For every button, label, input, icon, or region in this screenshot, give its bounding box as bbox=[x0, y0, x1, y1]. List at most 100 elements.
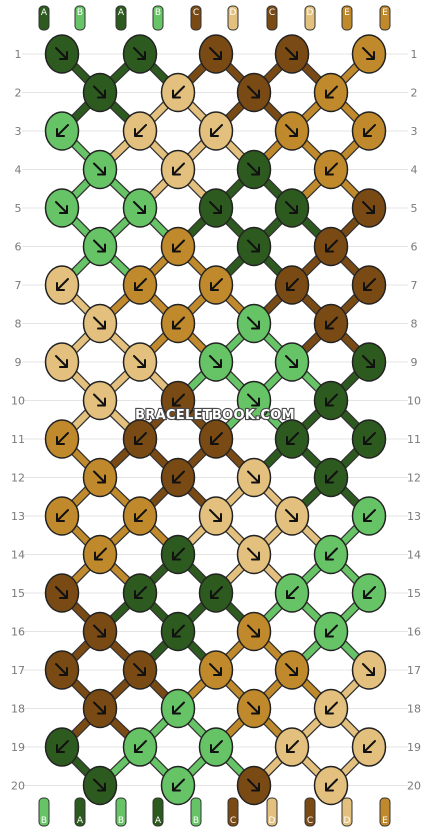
arrow-down-left-icon bbox=[134, 586, 147, 599]
arrow-down-left-icon bbox=[134, 124, 147, 137]
arrow-down-left-icon bbox=[325, 239, 338, 253]
top-strand-letter: E bbox=[344, 8, 350, 18]
knot bbox=[198, 419, 234, 459]
arrow-down-right-icon bbox=[285, 509, 298, 522]
top-strand-letter: B bbox=[77, 8, 83, 18]
bottom-strand-letter: A bbox=[155, 816, 162, 826]
knot bbox=[160, 765, 196, 806]
bottom-strand-letter: D bbox=[344, 816, 351, 826]
row-number-right: 13 bbox=[407, 510, 421, 523]
row-number-left: 5 bbox=[15, 202, 22, 215]
row-number-left: 18 bbox=[11, 703, 25, 716]
knot bbox=[122, 419, 158, 459]
arrow-down-left-icon bbox=[286, 740, 299, 753]
knot bbox=[313, 457, 349, 498]
arrow-down-left-icon bbox=[94, 547, 107, 561]
knot bbox=[82, 688, 118, 729]
knot bbox=[274, 188, 310, 228]
arrow-down-right-icon bbox=[247, 547, 260, 561]
arrow-down-left-icon bbox=[56, 432, 69, 445]
top-strand-end bbox=[115, 5, 127, 31]
arrow-down-left-icon bbox=[325, 85, 338, 99]
bottom-strand-end bbox=[227, 797, 239, 827]
arrow-down-right-icon bbox=[55, 47, 68, 60]
knot bbox=[313, 688, 349, 729]
knot bbox=[122, 111, 158, 151]
bottom-strand-letter: D bbox=[269, 816, 276, 826]
arrow-down-right-icon bbox=[285, 124, 298, 137]
row-number-left: 14 bbox=[11, 549, 25, 562]
row-number-right: 1 bbox=[411, 48, 418, 61]
top-strand-letter: A bbox=[41, 8, 48, 18]
arrow-down-left-icon bbox=[134, 278, 147, 291]
top-strand-end bbox=[266, 5, 278, 31]
arrow-down-left-icon bbox=[286, 432, 299, 445]
row-number-left: 16 bbox=[11, 626, 25, 639]
bottom-strand-end bbox=[341, 797, 353, 827]
arrow-down-left-icon bbox=[56, 124, 69, 137]
knot bbox=[236, 611, 272, 652]
knot bbox=[122, 342, 158, 382]
top-strand-end bbox=[190, 5, 202, 31]
top-strand-end bbox=[379, 5, 391, 31]
arrow-down-left-icon bbox=[172, 393, 185, 407]
row-number-left: 9 bbox=[15, 356, 22, 369]
knot bbox=[313, 765, 349, 806]
knot bbox=[351, 188, 387, 228]
arrow-down-left-icon bbox=[210, 740, 223, 753]
knot bbox=[44, 342, 80, 382]
arrow-down-right-icon bbox=[247, 162, 260, 176]
knot bbox=[236, 380, 272, 421]
knot bbox=[236, 303, 272, 344]
arrow-down-left-icon bbox=[210, 278, 223, 291]
row-number-left: 19 bbox=[11, 741, 25, 754]
arrow-down-right-icon bbox=[93, 85, 106, 99]
bottom-strand-letter: B bbox=[193, 816, 199, 826]
row-number-left: 11 bbox=[11, 433, 25, 446]
knot bbox=[313, 226, 349, 267]
knot bbox=[122, 188, 158, 228]
arrow-down-right-icon bbox=[209, 663, 222, 676]
bottom-strand-letter: C bbox=[307, 816, 313, 826]
watermark: BRACELETBOOK.COM bbox=[135, 408, 295, 423]
arrow-down-right-icon bbox=[93, 162, 106, 176]
arrow-down-left-icon bbox=[286, 278, 299, 291]
arrow-down-right-icon bbox=[55, 663, 68, 676]
arrow-down-right-icon bbox=[285, 663, 298, 676]
arrow-down-right-icon bbox=[247, 624, 260, 638]
top-strand-letter: C bbox=[193, 8, 199, 18]
knot bbox=[44, 650, 80, 690]
top-strand-end bbox=[74, 5, 86, 31]
row-number-left: 12 bbox=[11, 472, 25, 485]
arrow-down-left-icon bbox=[363, 432, 376, 445]
arrow-down-left-icon bbox=[363, 586, 376, 599]
arrow-down-right-icon bbox=[285, 355, 298, 368]
arrow-down-right-icon bbox=[133, 201, 146, 214]
knot bbox=[122, 496, 158, 536]
arrow-down-right-icon bbox=[285, 201, 298, 214]
knot bbox=[313, 611, 349, 652]
knot bbox=[82, 303, 118, 344]
arrow-down-left-icon bbox=[210, 586, 223, 599]
knot bbox=[198, 727, 234, 767]
bottom-strand-end bbox=[379, 797, 391, 827]
arrow-down-right-icon bbox=[247, 316, 260, 330]
knot bbox=[82, 457, 118, 498]
knot bbox=[198, 650, 234, 690]
top-strand-letter: D bbox=[230, 8, 237, 18]
bottom-strand-end bbox=[38, 797, 50, 827]
row-number-right: 6 bbox=[411, 241, 418, 254]
knot bbox=[44, 573, 80, 613]
arrow-down-right-icon bbox=[93, 701, 106, 715]
arrow-down-right-icon bbox=[247, 778, 260, 792]
knot bbox=[351, 727, 387, 767]
knot bbox=[274, 265, 310, 305]
row-number-left: 17 bbox=[11, 664, 25, 677]
arrow-down-left-icon bbox=[363, 740, 376, 753]
row-number-right: 8 bbox=[411, 318, 418, 331]
knots bbox=[44, 34, 387, 806]
knot bbox=[351, 111, 387, 151]
knot bbox=[160, 149, 196, 190]
row-number-right: 17 bbox=[407, 664, 421, 677]
